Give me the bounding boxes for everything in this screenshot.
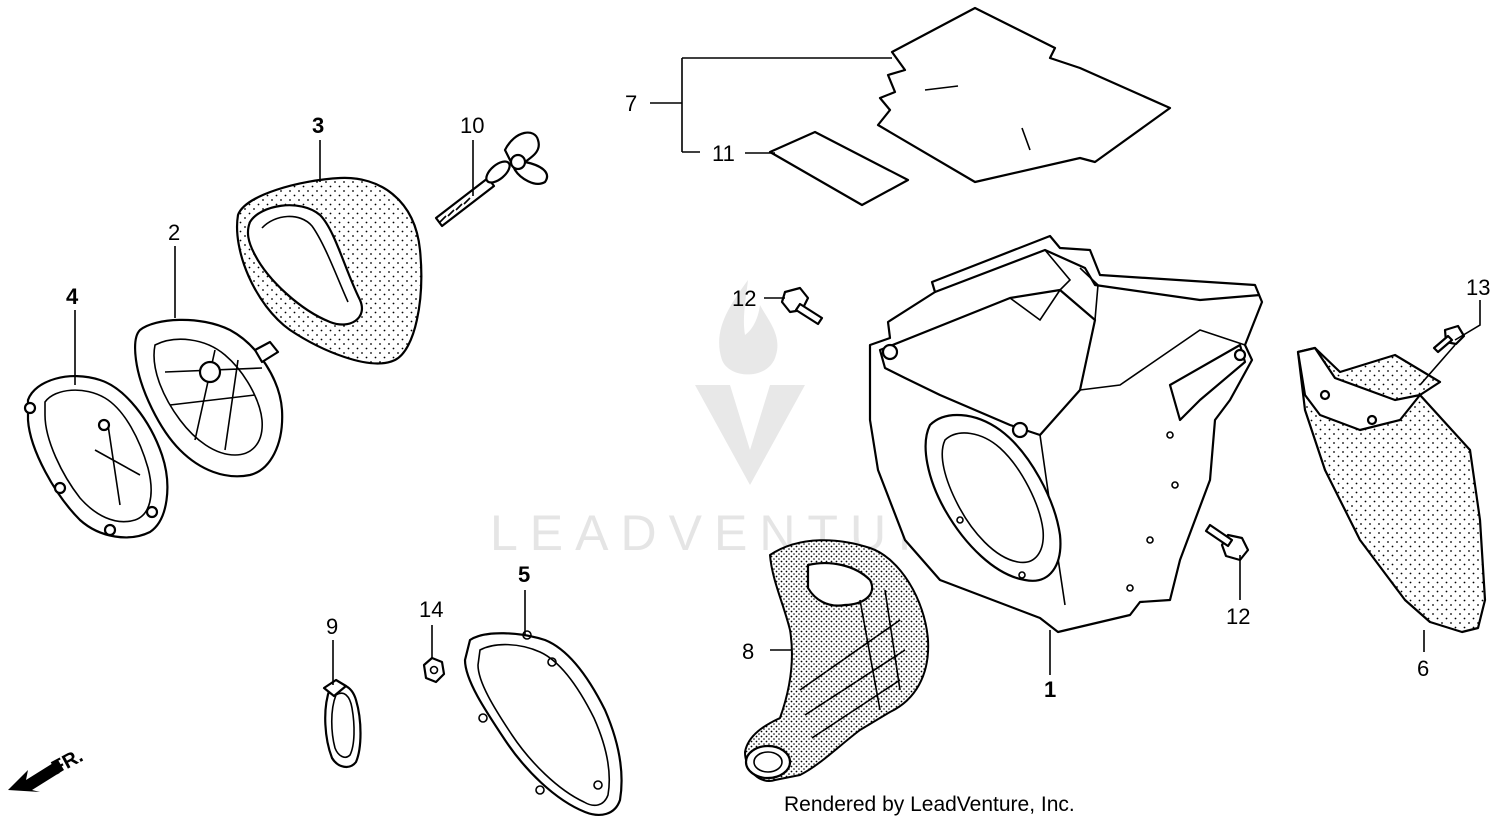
callout-1: 1 xyxy=(1044,677,1056,702)
part-8-connecting-boot xyxy=(744,539,930,782)
callout-7: 7 xyxy=(625,91,637,116)
part-12-bolt-upper xyxy=(780,286,824,326)
render-credit: Rendered by LeadVenture, Inc. xyxy=(784,793,1075,816)
callout-5: 5 xyxy=(518,562,530,587)
part-14-nut xyxy=(422,656,446,684)
callout-4: 4 xyxy=(66,284,79,309)
part-3-foam-element xyxy=(235,176,423,365)
part-7-sheet xyxy=(876,6,1172,184)
callout-8: 8 xyxy=(742,639,754,664)
callout-14: 14 xyxy=(419,597,443,622)
callout-13: 13 xyxy=(1466,275,1490,300)
callout-11: 11 xyxy=(712,141,735,166)
part-9-clamp xyxy=(322,678,362,768)
callout-12-upper: 12 xyxy=(732,286,756,311)
callout-3: 3 xyxy=(312,113,324,138)
part-6-side-cover xyxy=(1296,346,1487,634)
part-5-gasket xyxy=(463,630,623,816)
part-10-wing-bolt xyxy=(434,131,549,228)
part-4-backing-plate xyxy=(23,375,169,539)
part-2-element-holder xyxy=(133,318,284,478)
callout-2: 2 xyxy=(168,220,180,245)
callout-labels: 1 2 3 4 5 6 7 8 9 10 11 12 12 13 14 xyxy=(66,91,1490,702)
callout-12-lower: 12 xyxy=(1226,604,1250,629)
part-1-air-cleaner-case xyxy=(868,234,1264,634)
part-11-label xyxy=(768,130,910,207)
leader-lines xyxy=(74,57,1481,685)
callout-10: 10 xyxy=(460,113,484,138)
part-13-screw xyxy=(1432,324,1466,354)
callout-6: 6 xyxy=(1417,656,1429,681)
part-12-bolt-lower xyxy=(1204,523,1250,562)
callout-9: 9 xyxy=(326,614,338,639)
front-direction-arrow: FR. xyxy=(8,745,87,792)
